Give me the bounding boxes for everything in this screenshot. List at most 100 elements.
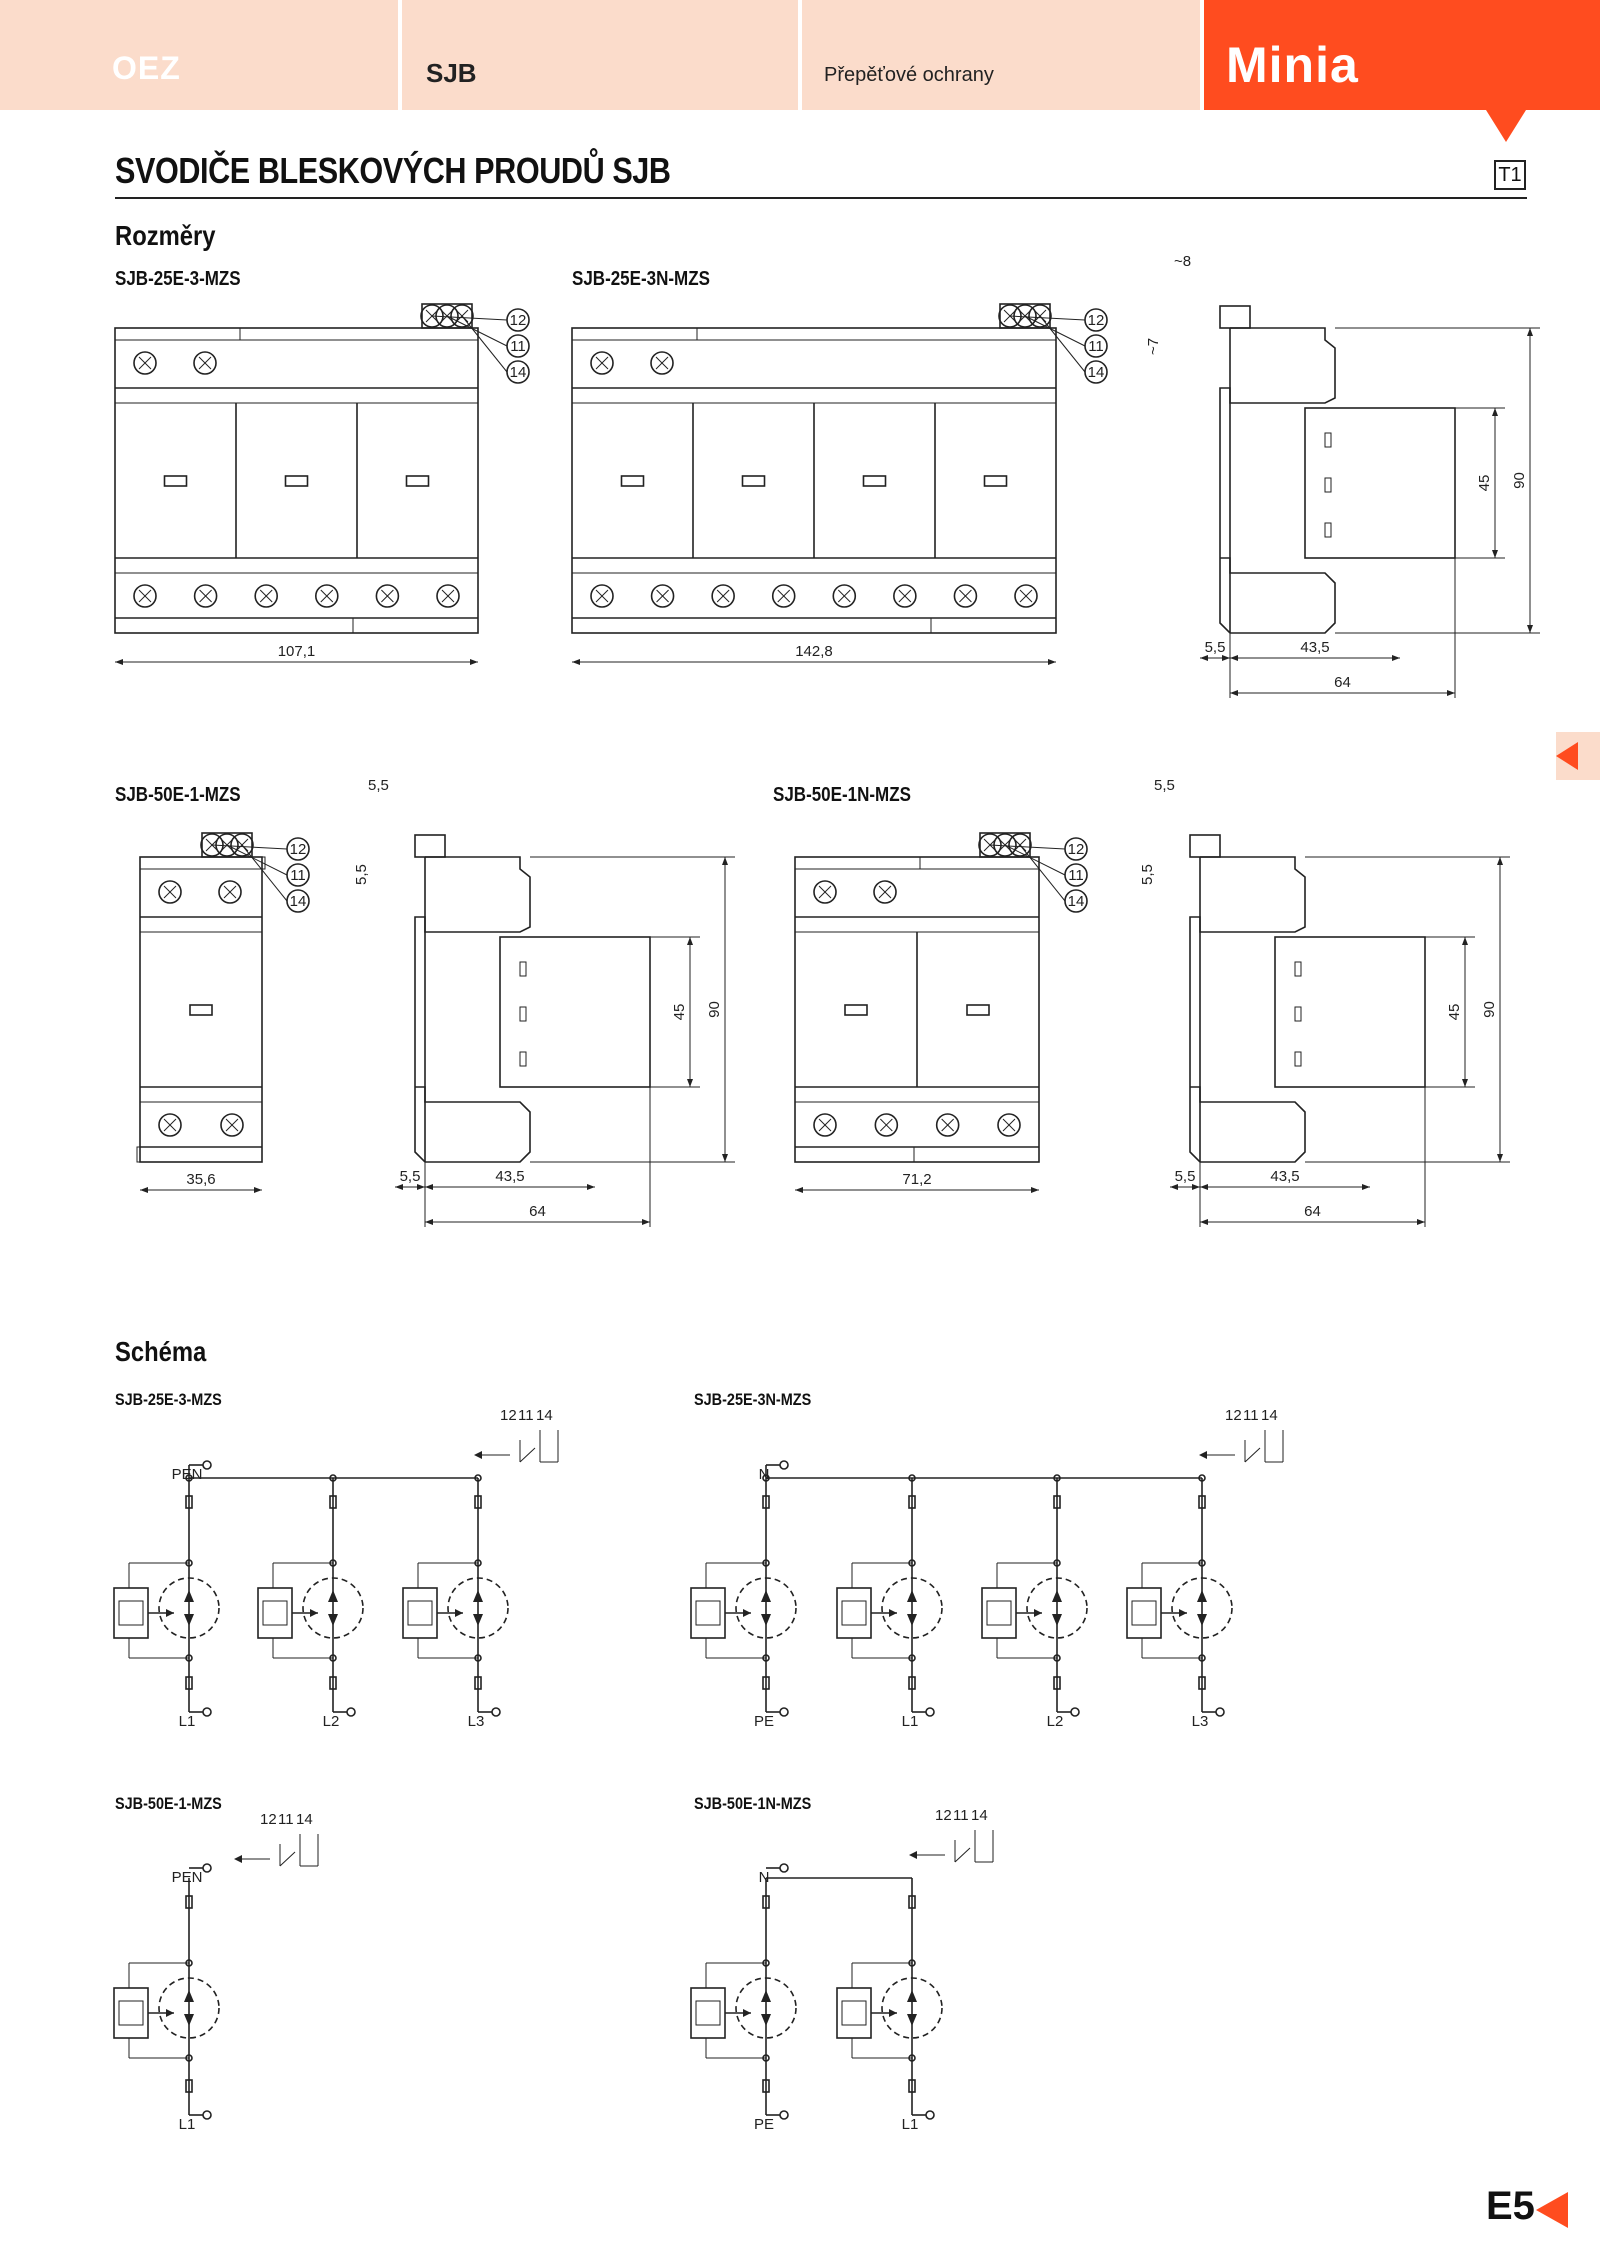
- junction: [908, 1559, 916, 1567]
- status-window: [620, 475, 645, 487]
- screw-slot: [959, 589, 972, 603]
- spark-gap-icon: [735, 1577, 797, 1639]
- screw-slot: [656, 589, 669, 603]
- arrow-icon: [1200, 1219, 1208, 1225]
- junction: [908, 1654, 916, 1662]
- screw-slot: [320, 589, 334, 603]
- callout-line: [1004, 844, 1066, 876]
- junction: [185, 1654, 193, 1662]
- arrow-icon: [474, 1451, 482, 1459]
- junction: [762, 1654, 770, 1662]
- dimension-label: 5,5: [1154, 777, 1175, 794]
- fuse-icon: [185, 1495, 193, 1509]
- type-badge: T1: [1494, 160, 1526, 190]
- screw-slot: [818, 885, 832, 899]
- callout-circle: [1064, 889, 1088, 913]
- dimension-label: 90: [1511, 472, 1528, 489]
- arrow-icon: [909, 1851, 917, 1859]
- fuse-icon: [185, 1895, 193, 1909]
- screw-icon: [650, 584, 675, 608]
- status-window: [405, 475, 430, 487]
- device-front-cover: [1274, 936, 1426, 1088]
- fuse-icon: [762, 2079, 770, 2093]
- fuse-icon: [185, 2079, 193, 2093]
- indicator-icon: [118, 2000, 144, 2026]
- dimension-label: 43,5: [495, 1168, 524, 1185]
- aux-contact-side: [1219, 305, 1251, 329]
- contact-number: 14: [971, 1807, 988, 1824]
- terminal-label: L1: [902, 2116, 919, 2133]
- device-label-strip: [136, 1146, 263, 1163]
- back-arrow-icon[interactable]: [1556, 742, 1578, 770]
- arrow-icon: [473, 1614, 483, 1626]
- indicator-icon: [262, 1600, 288, 1626]
- contact-number: 11: [1243, 1407, 1259, 1424]
- junction: [908, 1474, 916, 1482]
- callout-circle: [1084, 334, 1108, 358]
- junction: [762, 1959, 770, 1967]
- model-label: SJB-50E-1-MZS: [115, 784, 241, 806]
- dimension-label: 64: [1334, 674, 1351, 691]
- arrow-icon: [761, 1614, 771, 1626]
- wire: [954, 1847, 971, 1863]
- dimension-label: 90: [706, 1001, 723, 1018]
- arrow-icon: [907, 2014, 917, 2026]
- arrow-icon: [1392, 655, 1400, 661]
- arrow-icon: [1192, 1184, 1200, 1190]
- callout-circle: [286, 889, 310, 913]
- dimension-label: 90: [1481, 1001, 1498, 1018]
- dimension-label: 142,8: [795, 643, 833, 660]
- status-window: [741, 475, 766, 487]
- aux-contact-block: [421, 303, 473, 329]
- contact-number: 12: [510, 312, 527, 329]
- callout-line: [461, 315, 508, 373]
- screw-slot: [138, 356, 152, 370]
- led-window: [519, 961, 527, 977]
- arrow-icon: [1492, 550, 1498, 558]
- arrow-icon: [425, 1219, 433, 1225]
- screw-slot: [1019, 589, 1033, 603]
- dimension-label: 5,5: [353, 864, 370, 885]
- status-window: [163, 475, 188, 487]
- dimension-label: 5,5: [400, 1168, 421, 1185]
- screw-icon: [200, 833, 224, 857]
- screw-slot: [878, 885, 892, 899]
- model-label: SJB-25E-3-MZS: [115, 268, 241, 290]
- callout-circle: [1064, 837, 1088, 861]
- device-label-strip: [913, 1146, 1040, 1163]
- device-side-outline: [1189, 856, 1306, 1163]
- spark-gap-icon: [1026, 1577, 1088, 1639]
- junction: [762, 1474, 770, 1482]
- spark-gap-icon: [1171, 1577, 1233, 1639]
- model-label: SJB-25E-3-MZS: [115, 1390, 222, 1409]
- junction: [185, 1959, 193, 1967]
- spark-gap-icon: [158, 1577, 220, 1639]
- section-schema: Schéma: [115, 1336, 207, 1367]
- callout-line: [241, 844, 288, 902]
- wire: [519, 1447, 536, 1463]
- callout-circle: [1064, 863, 1088, 887]
- contact-number: 11: [510, 338, 526, 355]
- model-label: SJB-25E-3N-MZS: [572, 268, 710, 290]
- terminal-circle: [1215, 1707, 1225, 1717]
- screw-icon: [873, 880, 897, 904]
- contact-number: 14: [290, 893, 307, 910]
- aux-contact-side: [414, 834, 446, 858]
- device-label-strip: [794, 856, 921, 870]
- screw-icon: [998, 304, 1022, 328]
- arrow-icon: [1197, 1590, 1207, 1602]
- screw-slot: [837, 589, 851, 603]
- screw-icon: [375, 584, 400, 608]
- model-label: SJB-50E-1N-MZS: [773, 784, 911, 806]
- junction: [1053, 1474, 1061, 1482]
- screw-icon: [158, 880, 182, 904]
- led-window: [1294, 1006, 1302, 1022]
- arrow-icon: [1497, 857, 1503, 865]
- screw-slot: [163, 1118, 177, 1132]
- screw-icon: [997, 1113, 1021, 1137]
- indicator-icon: [695, 2000, 721, 2026]
- dimension-label: 5,5: [1205, 639, 1226, 656]
- contact-number: 12: [260, 1811, 277, 1828]
- arrow-icon: [166, 2009, 174, 2017]
- fuse-icon: [908, 1676, 916, 1690]
